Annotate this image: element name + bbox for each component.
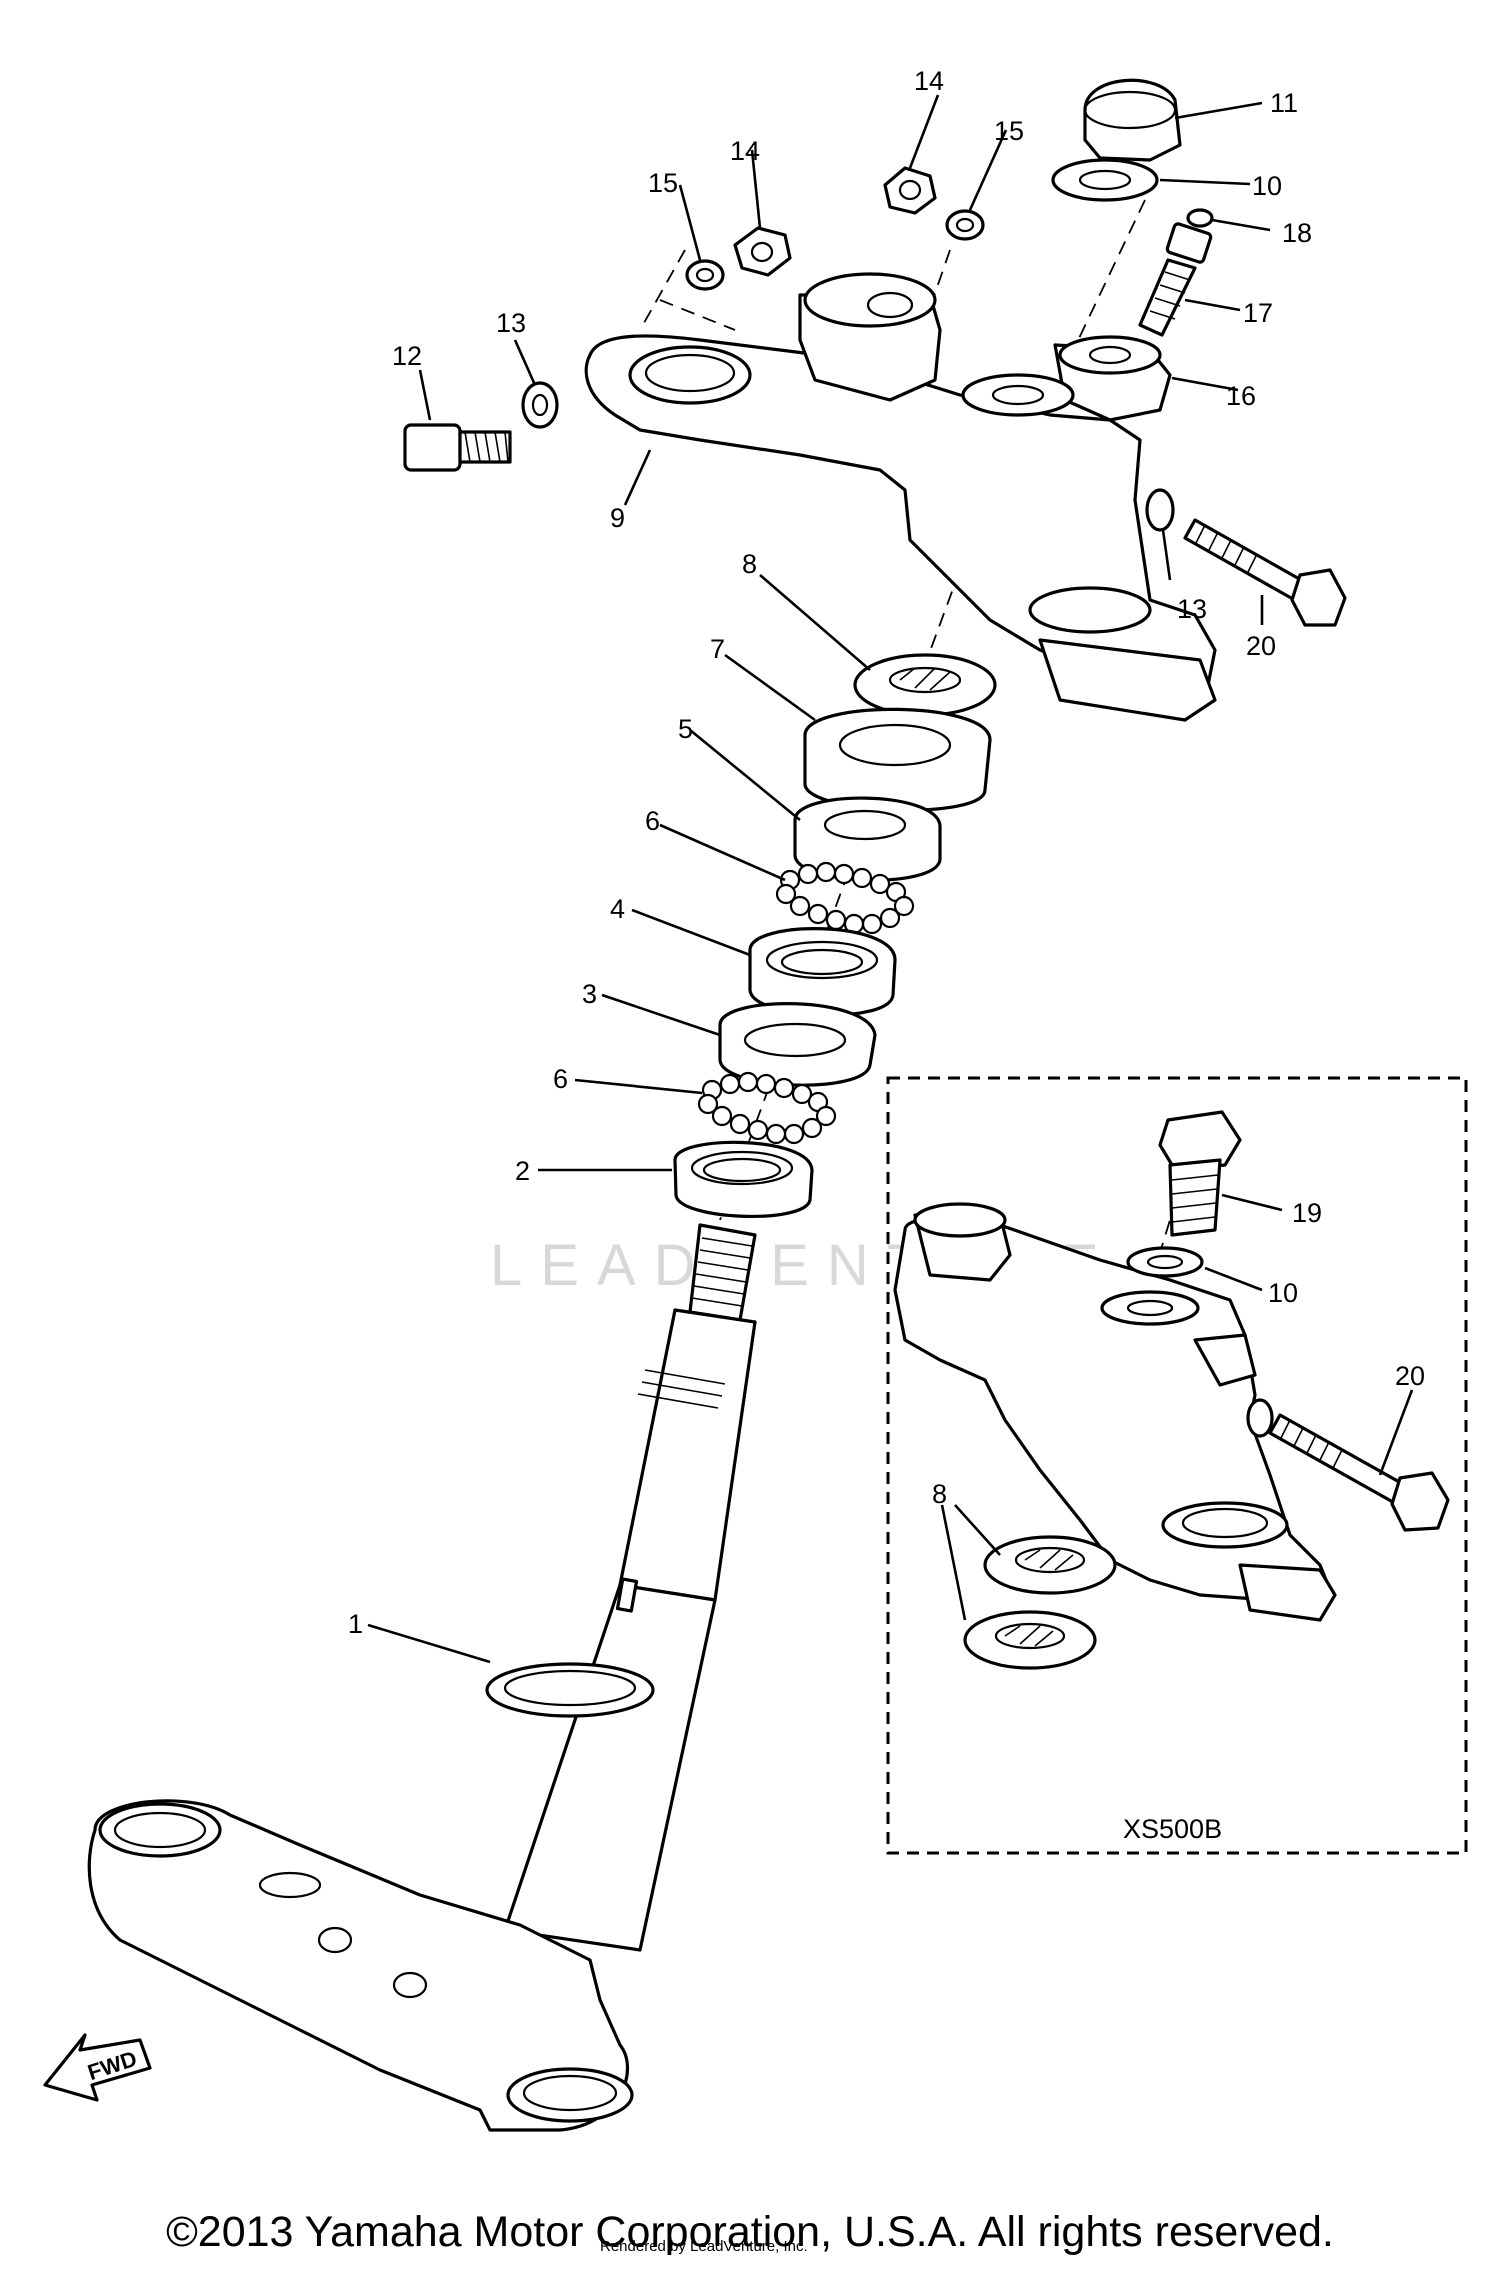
callout-7: 7 [710,634,725,664]
bolt-20 [1183,518,1347,627]
inset-nut-8a [983,1535,1117,1595]
fwd-arrow: FWD [43,2033,152,2102]
inset-bolt-19 [1158,1110,1242,1237]
bolt-12 [403,423,512,472]
callout-20b: 20 [1395,1361,1425,1391]
xs500b-inset-frame [886,1076,1468,1855]
race-3 [718,1002,877,1087]
callout-8b: 8 [932,1479,947,1509]
race-2 [673,1140,814,1218]
washer-13a [521,381,559,429]
callout-5: 5 [678,714,693,744]
bolt-17 [1138,222,1213,337]
rendered-by-text: Rendered by LeadVenture, Inc. [600,2238,808,2255]
washer-15b-hole [955,217,975,233]
inset-washer-20 [1246,1398,1274,1438]
callout-10: 10 [1252,171,1282,201]
balls-6b [697,1071,837,1145]
cover-7 [803,707,992,812]
callout-labels: 1 2 3 4 5 6 6 7 8 8 9 10 10 11 12 13 13 … [348,66,1425,1639]
bearing-1 [485,1662,655,1718]
washer-10-hole [1078,169,1132,191]
inset-upper-bracket [893,1202,1337,1622]
inset-washer-10 [1126,1246,1204,1278]
nut-8 [853,653,997,717]
washer-15a-hole [695,267,715,283]
callout-13b: 13 [1177,594,1207,624]
inset-bolt-20 [1268,1413,1450,1532]
callout-20a: 20 [1246,631,1276,661]
callout-11: 11 [1270,88,1298,118]
callout-13a: 13 [496,308,526,338]
callout-4: 4 [610,894,625,924]
balls-6a [775,861,915,935]
callout-14a: 14 [730,136,760,166]
nut-14b [883,166,937,215]
callout-15b: 15 [994,116,1024,146]
callout-17: 17 [1243,298,1273,328]
callout-3: 3 [582,979,597,1009]
steering-stem [498,1223,757,1952]
callout-19: 19 [1292,1198,1322,1228]
inset-nut-8b [963,1610,1097,1670]
washer-13b [1145,488,1175,532]
callout-6a: 6 [645,806,660,836]
washer-15b [945,209,985,241]
washer-15a [685,259,725,291]
lower-bracket [87,1799,634,2132]
callout-18: 18 [1282,218,1312,248]
seal-5 [793,796,942,882]
callout-16: 16 [1226,381,1256,411]
xs500b-label: XS500B [1123,1814,1222,1844]
cap-nut-11 [1083,78,1182,162]
washer-10 [1051,158,1159,202]
callout-12: 12 [392,341,422,371]
copyright-notice: ©2013 Yamaha Motor Corporation, U.S.A. A… [166,2208,1334,2256]
callout-9: 9 [610,503,625,533]
callout-8: 8 [742,549,757,579]
callout-15a: 15 [648,168,678,198]
callout-6b: 6 [553,1064,568,1094]
callout-2: 2 [515,1156,530,1186]
nut-14a [733,226,792,277]
callout-14b: 14 [914,66,944,96]
inset-washer-10-hole [1146,1254,1184,1270]
washer-18 [1186,208,1214,228]
leader-lines [367,94,1414,1664]
race-4 [748,927,897,1017]
callout-10b: 10 [1268,1278,1298,1308]
washer-13a-hole [531,393,549,417]
upper-bracket [584,272,1217,722]
callout-1: 1 [348,1609,363,1639]
